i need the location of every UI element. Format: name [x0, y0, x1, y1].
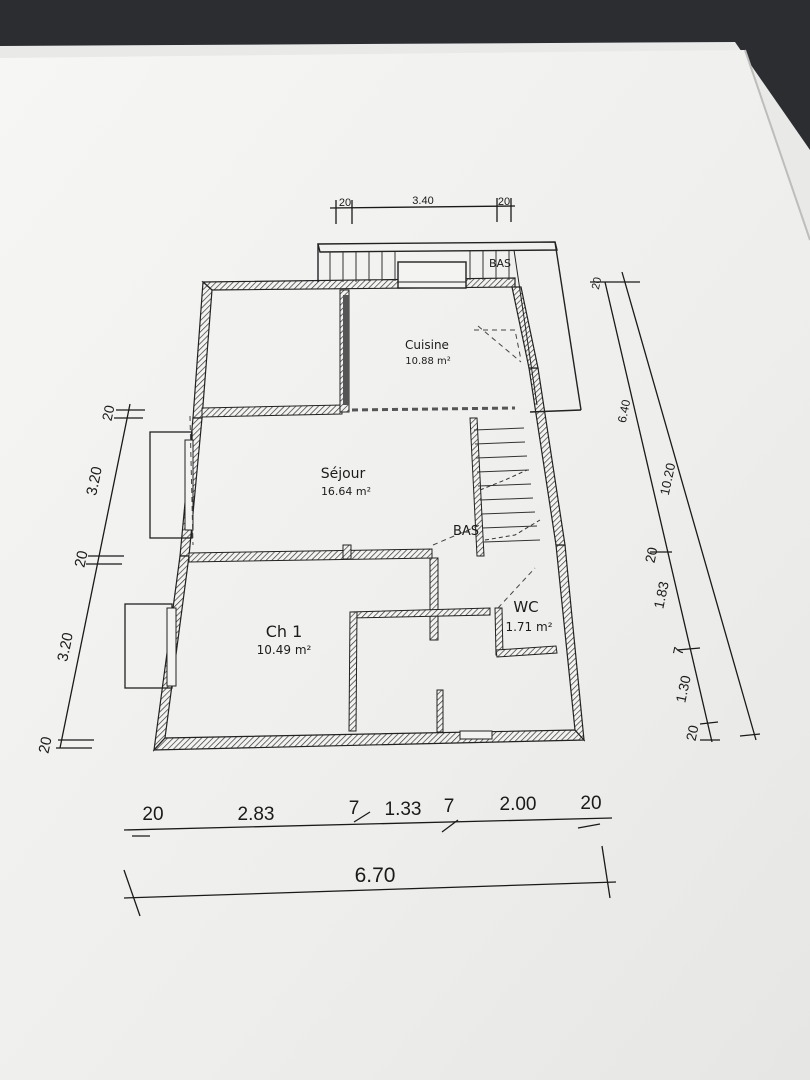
dim-right-1: 6.40 — [615, 398, 634, 424]
dim-bottom-total: 6.70 — [355, 864, 396, 887]
dim-right-5: 1.30 — [672, 674, 693, 704]
dim-bottom-4: 7 — [444, 796, 455, 817]
dim-bottom-2: 7 — [349, 798, 360, 819]
dim-right-total: 10.20 — [657, 462, 678, 497]
room-name-ch1: Ch 1 — [266, 622, 303, 641]
room-area-sejour: 16.64 m² — [321, 485, 371, 498]
room-area-wc: 1.71 m² — [505, 620, 552, 634]
paper-sheet — [0, 50, 810, 1080]
room-name-cuisine: Cuisine — [405, 338, 449, 352]
dim-right-3: 1.83 — [650, 580, 671, 610]
stair-label-top: BAS — [489, 257, 511, 270]
room-wc: WC 1.71 m² — [505, 598, 552, 634]
dim-bottom-6: 20 — [580, 793, 601, 814]
dim-right-6: 20 — [683, 723, 702, 742]
door-swings — [189, 325, 536, 609]
balcony-railing — [317, 241, 582, 413]
paper-edge — [744, 49, 810, 241]
dim-right-4: 7 — [669, 645, 686, 656]
stair-label-middle: BAS — [453, 524, 479, 539]
room-sejour: Séjour 16.64 m² — [321, 466, 371, 498]
staircase — [473, 427, 541, 543]
dim-top-1: 3.40 — [412, 195, 433, 207]
dim-left-1: 3.20 — [83, 465, 106, 497]
dim-bottom-5: 2.00 — [500, 794, 537, 815]
dim-right-2: 20 — [642, 545, 661, 564]
room-name-sejour: Séjour — [321, 466, 366, 482]
dim-left-2: 20 — [72, 549, 92, 569]
interior-walls — [188, 289, 558, 733]
floor-plan: Cuisine 10.88 m² Séjour 16.64 m² Ch 1 10… — [124, 241, 586, 752]
dim-right-0: 20 — [590, 276, 604, 290]
room-area-ch1: 10.49 m² — [257, 643, 312, 657]
dim-left-0: 20 — [99, 403, 118, 422]
room-area-cuisine: 10.88 m² — [405, 356, 451, 367]
dimension-lines — [56, 198, 761, 917]
dim-left-3: 3.20 — [54, 631, 77, 663]
windows — [124, 295, 493, 740]
room-ch1: Ch 1 10.49 m² — [257, 622, 312, 657]
dim-left-4: 20 — [36, 735, 56, 755]
dim-top-0: 20 — [339, 197, 351, 209]
room-cuisine: Cuisine 10.88 m² — [405, 338, 451, 367]
room-name-wc: WC — [513, 598, 538, 616]
dim-top-2: 20 — [498, 196, 510, 208]
dim-bottom-3: 1.33 — [385, 799, 422, 820]
dim-bottom-1: 2.83 — [238, 804, 275, 825]
dim-bottom-0: 20 — [142, 804, 163, 825]
